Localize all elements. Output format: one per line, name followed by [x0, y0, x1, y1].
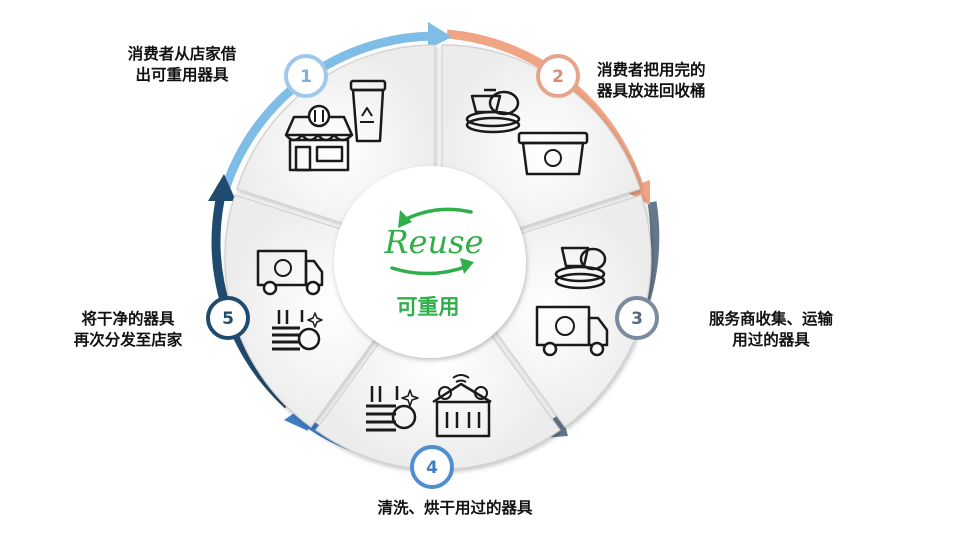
reuse-logo: Reuse [384, 207, 484, 276]
step-3-label: 服务商收集、运输 用过的器具 [676, 309, 866, 351]
step-2-line-2: 器具放进回收桶 [597, 82, 706, 100]
storefront-icon [284, 104, 354, 172]
badge-4: 4 [410, 445, 454, 489]
badge-5: 5 [206, 296, 250, 340]
badge-5-number: 5 [222, 309, 234, 329]
step-1-icons [284, 79, 387, 172]
badge-2-number: 2 [552, 67, 564, 87]
step-5-line-1: 将干净的器具 [81, 310, 175, 328]
step-3-icons [535, 246, 609, 357]
recycle-bin-icon [517, 131, 589, 176]
step-badges: 1 2 3 4 5 [206, 54, 659, 489]
arrowhead-5 [208, 174, 236, 201]
step-3-line-1: 服务商收集、运输 [708, 310, 833, 328]
step-4-label: 清洗、烘干用过的器具 [340, 498, 570, 519]
step-4-line-1: 清洗、烘干用过的器具 [377, 499, 533, 517]
logo-arrowhead-bottom [460, 258, 474, 274]
smart-factory-icon [432, 374, 492, 438]
step-2-icons [465, 88, 589, 176]
step-1-line-2: 出可重用器具 [135, 66, 229, 84]
step-3-line-2: 用过的器具 [732, 331, 810, 349]
step-5-line-2: 再次分发至店家 [73, 331, 183, 349]
logo-arrow-top [402, 207, 473, 222]
recycle-truck-icon [535, 305, 609, 357]
dish-stack-icon-3 [554, 246, 607, 290]
badge-4-number: 4 [426, 458, 438, 478]
center-hub [334, 166, 526, 358]
step-2-line-1: 消费者把用完的 [597, 61, 706, 79]
step-1-line-1: 消费者从店家借 [127, 45, 237, 63]
step-1-label: 消费者从店家借 出可重用器具 [107, 44, 257, 86]
coffee-cup-recycle-icon [349, 79, 387, 143]
recycle-truck-icon-5 [256, 249, 324, 296]
step-4-icons [366, 374, 492, 438]
logo-arrow-bottom [390, 264, 470, 276]
badge-1: 1 [284, 54, 328, 98]
clean-plates-icon-5 [272, 310, 323, 351]
reuse-logo-text: Reuse [384, 223, 484, 261]
badge-3: 3 [615, 296, 659, 340]
badge-3-number: 3 [631, 309, 643, 329]
arrowhead-1 [428, 22, 452, 49]
badge-2: 2 [536, 54, 580, 98]
step-5-label: 将干净的器具 再次分发至店家 [48, 309, 208, 351]
dish-stack-icon [465, 88, 521, 134]
arrowhead-2 [623, 180, 650, 205]
step-5-icons [256, 249, 324, 351]
logo-arrowhead-top [398, 210, 412, 228]
badge-1-number: 1 [300, 67, 312, 87]
step-2-label: 消费者把用完的 器具放进回收桶 [597, 60, 706, 102]
center-title: 可重用 [396, 295, 460, 319]
clean-plates-icon [366, 386, 419, 432]
